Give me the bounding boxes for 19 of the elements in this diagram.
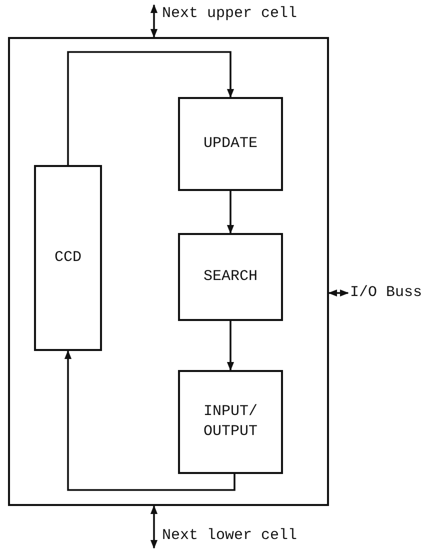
arrow [226, 321, 234, 371]
arrow [328, 289, 349, 297]
connector-label: Next lower cell [162, 526, 298, 546]
process-box [34, 165, 102, 351]
arrow [67, 51, 234, 165]
arrow [226, 191, 234, 234]
box-label: CCD [53, 248, 82, 268]
arrow [150, 4, 158, 38]
cell-frame [8, 37, 329, 506]
process-box [178, 97, 283, 191]
connector-label: I/O Buss [350, 283, 422, 303]
connector-label: Next upper cell [162, 4, 298, 24]
process-box [178, 370, 283, 474]
process-box [178, 233, 283, 321]
arrow [64, 350, 236, 491]
box-label: SEARCH [202, 267, 258, 287]
arrow [150, 505, 158, 549]
box-label: INPUT/ OUTPUT [202, 402, 258, 442]
box-label: UPDATE [202, 134, 258, 154]
